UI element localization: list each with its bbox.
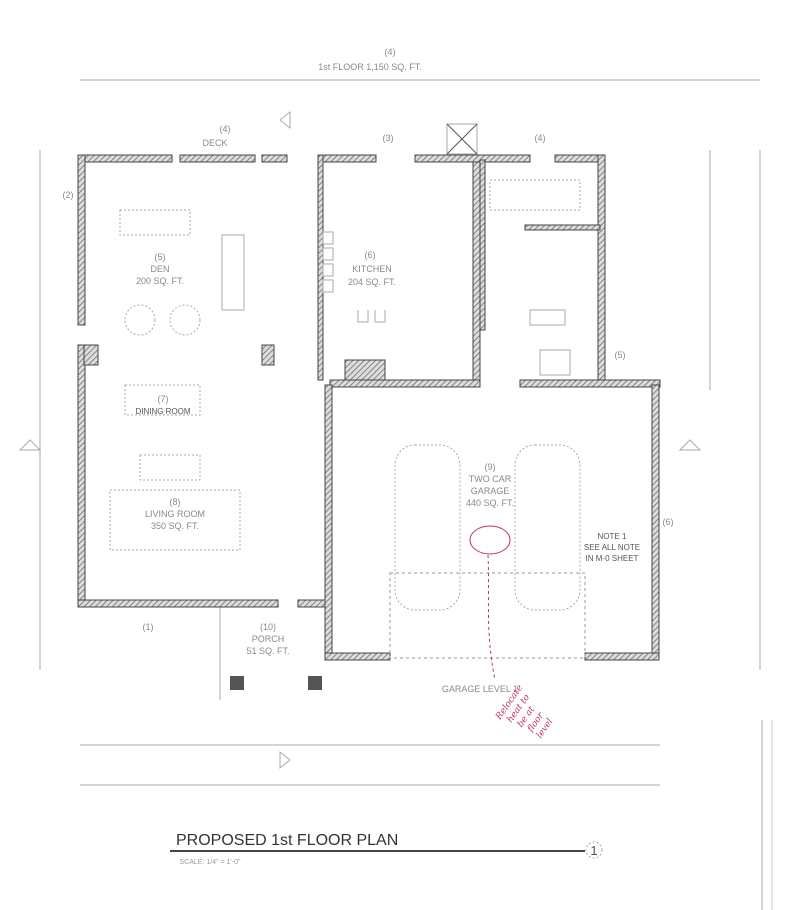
garage-tag: (9) bbox=[485, 462, 496, 472]
drawing-title-block: PROPOSED 1st FLOOR PLAN 1 SCALE: 1/4" = … bbox=[170, 720, 773, 910]
dining-label: DINING ROOM bbox=[135, 407, 190, 416]
living-label: LIVING ROOM bbox=[145, 509, 205, 519]
kitchen-label: KITCHEN bbox=[352, 264, 392, 274]
garage-label: TWO CAR bbox=[469, 474, 512, 484]
keynote-5: (5) bbox=[615, 350, 626, 360]
floor-area-label: 1st FLOOR 1,150 SQ. FT. bbox=[318, 62, 422, 72]
porch-area: 51 SQ. FT. bbox=[246, 646, 289, 656]
keynote-4: (4) bbox=[535, 133, 546, 143]
porch-tag: (10) bbox=[260, 622, 276, 632]
porch-label: PORCH bbox=[252, 634, 285, 644]
den-tag: (5) bbox=[155, 252, 166, 262]
garage-level-label: GARAGE LEVEL 1 bbox=[442, 684, 518, 694]
deck-tag: (4) bbox=[220, 124, 231, 134]
living-tag: (8) bbox=[170, 497, 181, 507]
keynote-2: (2) bbox=[63, 190, 74, 200]
walls bbox=[77, 154, 661, 661]
living-area: 350 SQ. FT. bbox=[151, 521, 199, 531]
keynote-1: (1) bbox=[143, 622, 154, 632]
kitchen-area: 204 SQ. FT. bbox=[348, 277, 396, 287]
keynote-6: (6) bbox=[663, 517, 674, 527]
keynote-3: (3) bbox=[383, 133, 394, 143]
note-line-2: SEE ALL NOTE bbox=[584, 543, 640, 552]
dimension-lines bbox=[39, 79, 761, 786]
garage-label-2: GARAGE bbox=[471, 486, 510, 496]
garage-area: 440 SQ. FT. bbox=[466, 498, 514, 508]
dining-tag: (7) bbox=[158, 394, 169, 404]
sheet-number: 1 bbox=[590, 843, 597, 858]
handwritten-annotation: Relocate heat to be at floor level bbox=[469, 525, 555, 740]
kitchen-tag: (6) bbox=[365, 250, 376, 260]
note-line-1: NOTE 1 bbox=[598, 532, 627, 541]
den-area: 200 SQ. FT. bbox=[136, 276, 184, 286]
den-label: DEN bbox=[150, 264, 169, 274]
scale-label: SCALE: 1/4" = 1'-0" bbox=[180, 859, 241, 866]
fixtures bbox=[18, 110, 702, 770]
deck-label: DECK bbox=[202, 138, 227, 148]
drawing-title: PROPOSED 1st FLOOR PLAN bbox=[176, 832, 398, 849]
labels: (4) 1st FLOOR 1,150 SQ. FT. (4) DECK (5)… bbox=[63, 47, 674, 694]
floor-area-tag: (4) bbox=[385, 47, 396, 57]
note-line-3: IN M-0 SHEET bbox=[586, 554, 639, 563]
